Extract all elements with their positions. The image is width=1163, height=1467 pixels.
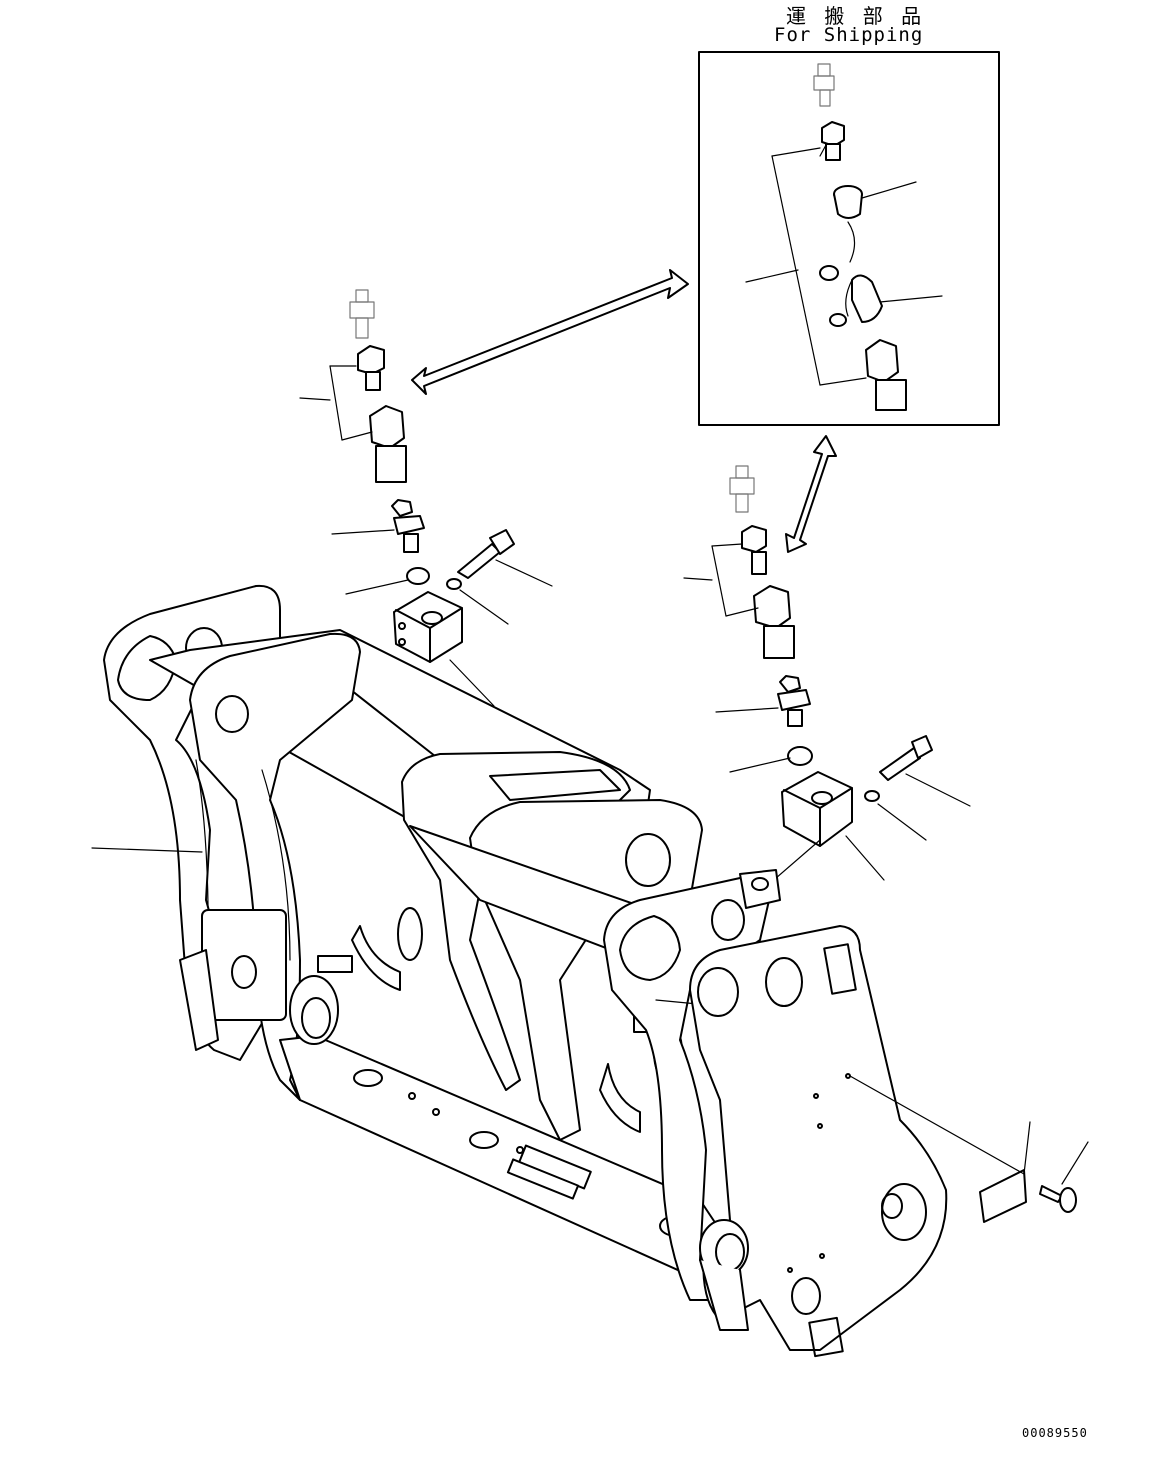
shipping-title-japanese: 運 搬 部 品: [786, 4, 928, 28]
shipping-inset: [698, 51, 1000, 426]
inset-elbow-cap: [845, 274, 883, 323]
drawing-number: 00089550: [1022, 1426, 1088, 1440]
right-fitting-stack: [683, 465, 971, 905]
inset-hex-nut-fitting: [821, 121, 845, 161]
left-fitting-stack: [299, 289, 553, 707]
loader-frame: [103, 584, 948, 1358]
link-arrow-lower: [785, 435, 837, 553]
link-arrow-upper: [411, 269, 689, 395]
inset-dust-cap: [833, 185, 863, 263]
inset-ring: [819, 265, 839, 281]
shipping-title-english: For Shipping: [774, 24, 924, 46]
inset-frame: [698, 51, 1000, 426]
rivet: [1039, 1141, 1089, 1213]
inset-ring-2: [829, 313, 847, 327]
inset-grease-nipple-ghost: [813, 63, 835, 107]
frame-leader: [91, 847, 203, 853]
inset-adapter-fitting: [865, 339, 907, 411]
name-plate: [849, 1075, 1031, 1223]
